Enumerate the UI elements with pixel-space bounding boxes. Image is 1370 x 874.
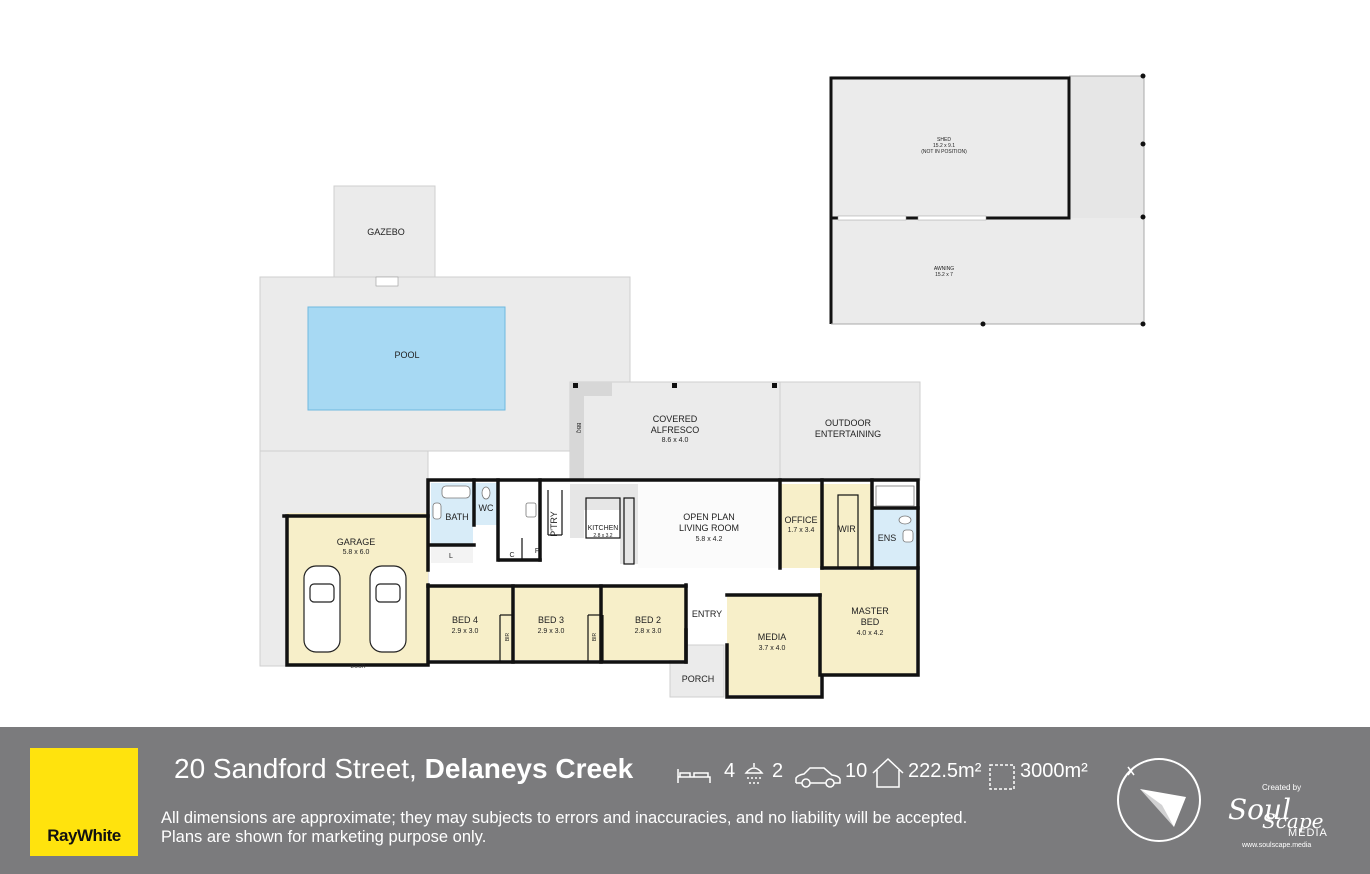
label-shed: SHED xyxy=(937,137,951,143)
raywhite-logo-text: RayWhite xyxy=(47,826,121,845)
label-garage-dims: 5.8 x 6.0 xyxy=(343,549,370,556)
baths-count: 2 xyxy=(772,760,784,782)
label-living-dims: 5.8 x 4.2 xyxy=(696,536,723,543)
label-cupboard: C xyxy=(509,552,514,559)
info-footer: RayWhite 20 Sandford Street, Delaneys Cr… xyxy=(0,727,1370,874)
floor-plan: GAZEBO POOL SHED 15.2 x 9.1 (NOT IN POSI… xyxy=(259,73,1146,699)
disclaimer-line-1: All dimensions are approximate; they may… xyxy=(161,809,968,827)
label-bed4-dims: 2.9 x 3.0 xyxy=(452,628,479,635)
address-street: 20 Sandford Street, xyxy=(174,753,417,784)
raywhite-logo: RayWhite xyxy=(30,748,138,856)
shed-walls xyxy=(829,75,1145,325)
car-shapes xyxy=(303,565,407,653)
label-master-2: BED xyxy=(861,617,880,627)
label-gazebo: GAZEBO xyxy=(367,227,405,237)
label-kitchen-dims: 2.8 x 3.2 xyxy=(593,533,612,539)
soulscape-logo-media: MEDIA xyxy=(1288,827,1328,839)
label-office-dims: 1.7 x 3.4 xyxy=(788,527,815,534)
label-alfresco-dims: 8.6 x 4.0 xyxy=(662,437,689,444)
label-alfresco-1: COVERED xyxy=(653,414,698,424)
label-master-dims: 4.0 x 4.2 xyxy=(857,630,884,637)
label-bed3-dims: 2.9 x 3.0 xyxy=(538,628,565,635)
label-living-1: OPEN PLAN xyxy=(683,512,735,522)
pool xyxy=(307,306,506,411)
address-suburb: Delaneys Creek xyxy=(424,753,634,784)
label-shed-dims: 15.2 x 9.1 xyxy=(933,143,955,149)
label-media: MEDIA xyxy=(758,632,787,642)
label-garage: GARAGE xyxy=(337,537,376,547)
label-bed4: BED 4 xyxy=(452,615,478,625)
walls xyxy=(282,478,920,699)
label-fridge: F xyxy=(535,548,539,555)
soulscape-logo-scape: Scape xyxy=(1262,809,1324,833)
label-porch: PORCH xyxy=(682,674,715,684)
cars-count: 10 xyxy=(845,760,868,782)
label-bed2: BED 2 xyxy=(635,615,661,625)
label-outdoor-2: ENTERTAINING xyxy=(815,429,881,439)
disclaimer: All dimensions are approximate; they may… xyxy=(161,809,967,847)
label-master-1: MASTER xyxy=(851,606,889,616)
label-pantry: P'TRY xyxy=(549,511,559,537)
label-bed3: BED 3 xyxy=(538,615,564,625)
room-labels: GAZEBO POOL SHED 15.2 x 9.1 (NOT IN POSI… xyxy=(337,137,967,684)
label-living-2: LIVING ROOM xyxy=(679,523,739,533)
label-office: OFFICE xyxy=(785,515,818,525)
soulscape-logo-soul: Soul xyxy=(1228,793,1292,826)
label-bed2-dims: 2.8 x 3.0 xyxy=(635,628,662,635)
car-icon xyxy=(795,767,841,788)
label-bir-1: BIR xyxy=(505,632,511,641)
label-bir-2: BIR xyxy=(592,632,598,641)
house-icon xyxy=(872,757,904,788)
label-bbq: BBQ xyxy=(575,423,581,434)
label-bath: BATH xyxy=(445,512,468,522)
label-outdoor-1: OUTDOOR xyxy=(825,418,871,428)
house-area: 222.5m² xyxy=(908,760,982,782)
disclaimer-line-2: Plans are shown for marketing purpose on… xyxy=(161,828,487,846)
label-kitchen: KITCHEN xyxy=(588,525,619,532)
interior-floors xyxy=(287,483,916,695)
created-by-text: Created by xyxy=(1262,783,1302,792)
land-area: 3000m² xyxy=(1020,760,1088,782)
label-garage-door: DOOR xyxy=(351,664,366,670)
label-laundry: L xyxy=(449,553,453,560)
shower-icon xyxy=(744,763,764,784)
label-ens: ENS xyxy=(878,533,897,543)
label-wir: WIR xyxy=(838,524,856,534)
property-address: 20 Sandford Street, Delaneys Creek xyxy=(174,753,633,785)
label-awning: AWNING xyxy=(934,266,954,272)
label-wc: WC xyxy=(479,503,494,513)
land-area-icon xyxy=(989,764,1015,790)
label-media-dims: 3.7 x 4.0 xyxy=(759,645,786,652)
bed-icon xyxy=(677,769,711,783)
label-shed-note: (NOT IN POSITION) xyxy=(921,149,967,155)
label-alfresco-2: ALFRESCO xyxy=(651,425,700,435)
beds-count: 4 xyxy=(724,760,736,782)
label-awning-dims: 15.2 x 7 xyxy=(935,272,953,278)
north-compass-icon xyxy=(1117,758,1201,842)
label-entry: ENTRY xyxy=(692,609,722,619)
label-pool: POOL xyxy=(394,350,419,360)
soulscape-logo: Created by Soul Scape MEDIA www.soulscap… xyxy=(1228,779,1338,859)
creator-url: www.soulscape.media xyxy=(1242,842,1312,849)
